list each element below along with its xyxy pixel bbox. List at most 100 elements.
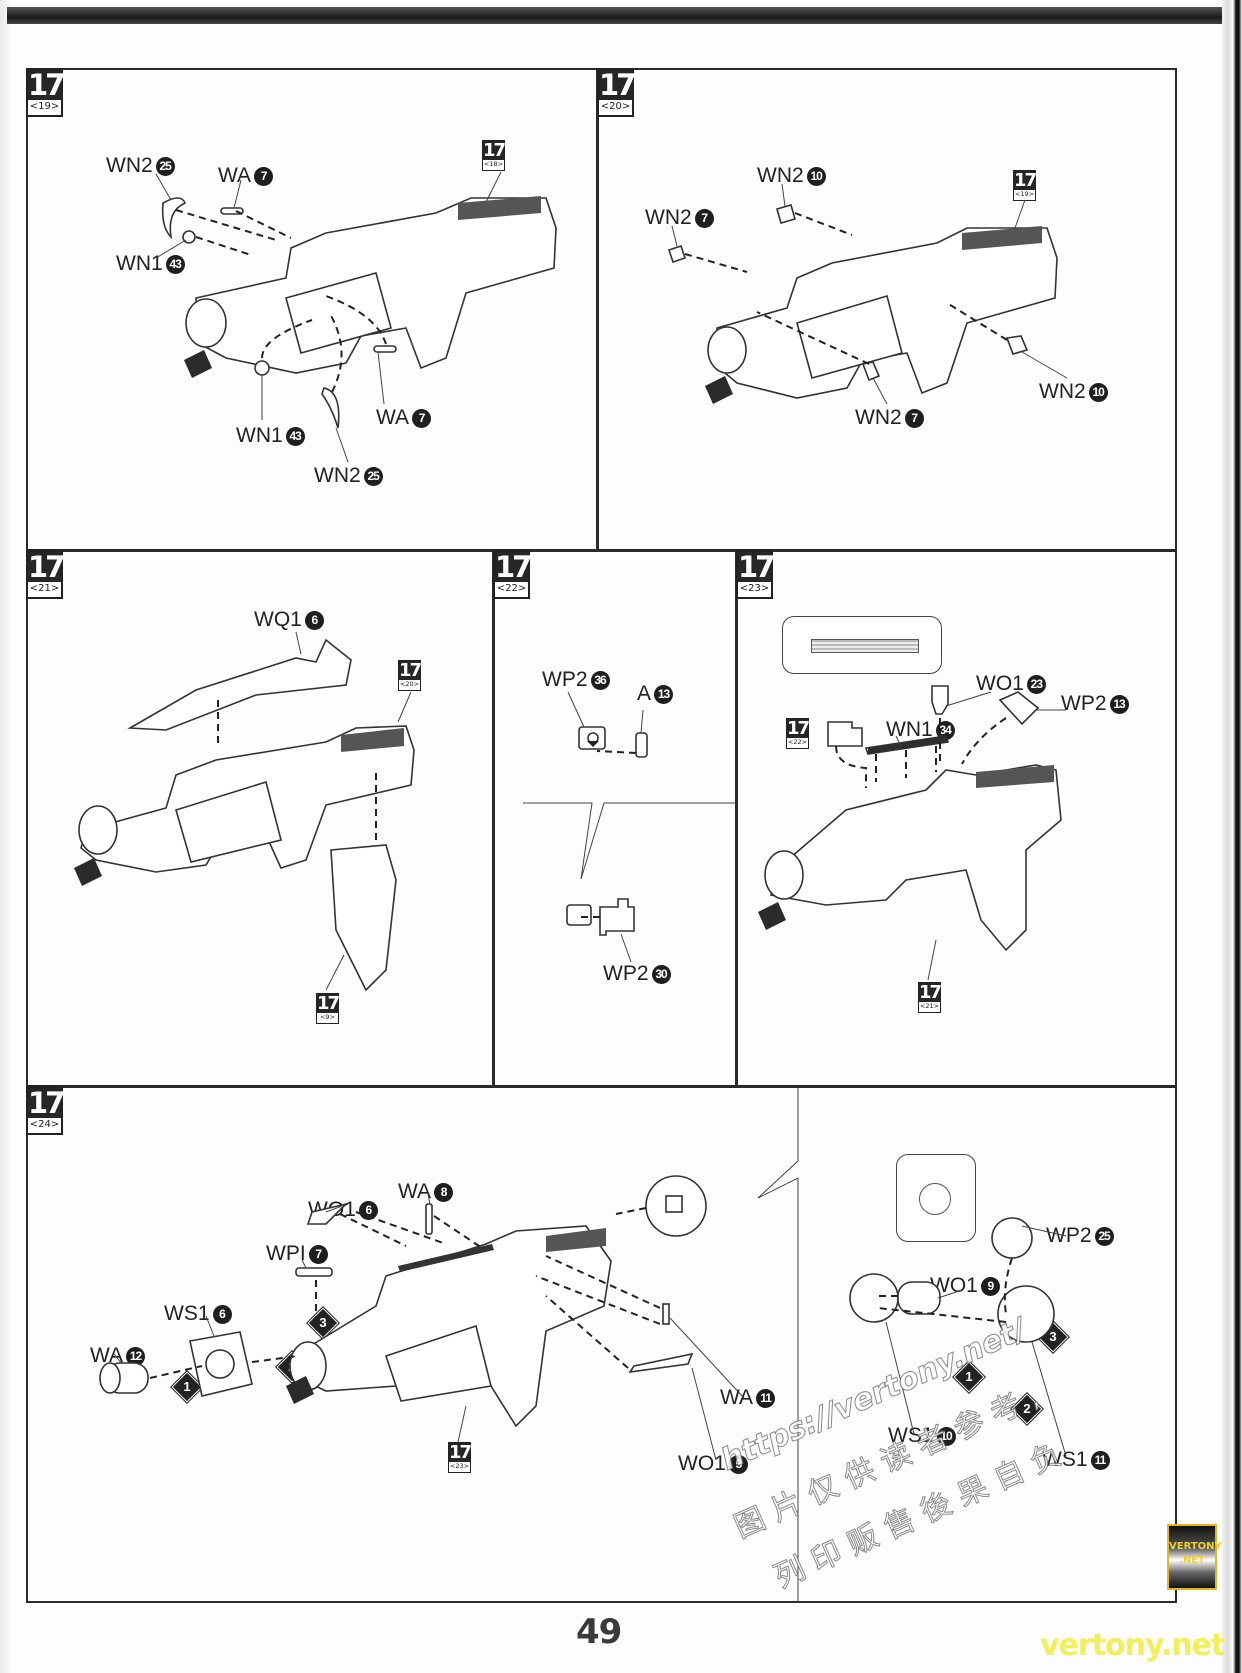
divider	[26, 549, 1177, 552]
sticker-strip	[811, 639, 919, 653]
part-a13	[635, 732, 648, 758]
step-badge: 17 <21>	[26, 550, 65, 599]
part-muzzle-cap	[645, 1175, 707, 1237]
part-wa-12	[99, 1362, 149, 1394]
step-badge: 17 <24>	[26, 1086, 65, 1135]
weapon-body	[286, 1225, 612, 1428]
page-number: 49	[576, 1612, 622, 1652]
part-wn1	[254, 360, 270, 376]
part-wp2-13	[998, 691, 1040, 726]
divider	[26, 1085, 1177, 1088]
part-wn2	[861, 361, 881, 382]
part-wq1	[127, 638, 352, 731]
ref-badge: 17 <19>	[1013, 170, 1037, 201]
part-wo1-5	[628, 1352, 694, 1374]
page-right-edge	[1222, 0, 1242, 1673]
weapon-diagram	[667, 183, 1068, 405]
detail-callout-box	[896, 1154, 976, 1242]
part-wo1-23	[931, 685, 949, 715]
part-ws1-10	[849, 1273, 899, 1323]
page-left-edge	[0, 0, 10, 1673]
step-badge: 17 <22>	[493, 550, 532, 599]
part-wo1-9	[897, 1281, 941, 1315]
part-wp2-36-detail	[566, 904, 592, 926]
ref-badge: 17 <21>	[918, 982, 942, 1013]
divider	[492, 549, 495, 1086]
vertony-logo: VERTONY .NET	[1167, 1524, 1222, 1590]
part-ref-22	[827, 721, 863, 747]
part-wa	[373, 345, 397, 353]
part-wn2	[321, 387, 340, 429]
weapon-diagram	[74, 631, 415, 992]
weapon-diagram	[99, 1088, 1067, 1603]
part-ws1-11	[997, 1285, 1055, 1343]
detail-callout-box	[782, 616, 942, 674]
step-badge: 17 <20>	[597, 68, 636, 117]
detail-diagram	[523, 691, 735, 963]
step-badge: 17 <19>	[26, 68, 65, 117]
part-wn2	[667, 244, 687, 264]
part-wpi-7	[295, 1267, 333, 1277]
part-stock	[330, 844, 397, 992]
weapon-body	[184, 196, 557, 378]
part-wn2	[776, 204, 796, 224]
divider	[735, 549, 738, 1086]
ref-badge: 17 <18>	[482, 140, 506, 171]
part-wn2	[1005, 335, 1029, 355]
part-wp2-30	[599, 898, 635, 936]
part-wn2	[161, 197, 187, 240]
weapon-body	[705, 226, 1058, 404]
divider	[596, 68, 599, 550]
part-wp2-25	[991, 1217, 1033, 1259]
part-wa-8	[425, 1203, 433, 1235]
callout-pointer	[523, 802, 735, 880]
weapon-diagram	[155, 171, 557, 463]
callout-pointer	[757, 1088, 799, 1603]
weapon-body	[758, 764, 1062, 952]
footer-watermark: vertony.net	[1040, 1628, 1225, 1663]
part-wo1-6	[306, 1202, 349, 1225]
step-badge: 17 <23>	[736, 550, 775, 599]
ref-badge: 17 <22>	[786, 718, 810, 749]
binding-band	[7, 7, 1235, 24]
ref-badge: 17 <20>	[398, 660, 422, 691]
socket-detail	[919, 1183, 951, 1215]
weapon-diagram	[758, 685, 1066, 981]
weapon-body	[74, 725, 415, 886]
ref-badge: 17 <23>	[448, 1442, 472, 1473]
part-wa-11	[662, 1303, 670, 1325]
ref-badge: 17 <9>	[316, 993, 340, 1024]
